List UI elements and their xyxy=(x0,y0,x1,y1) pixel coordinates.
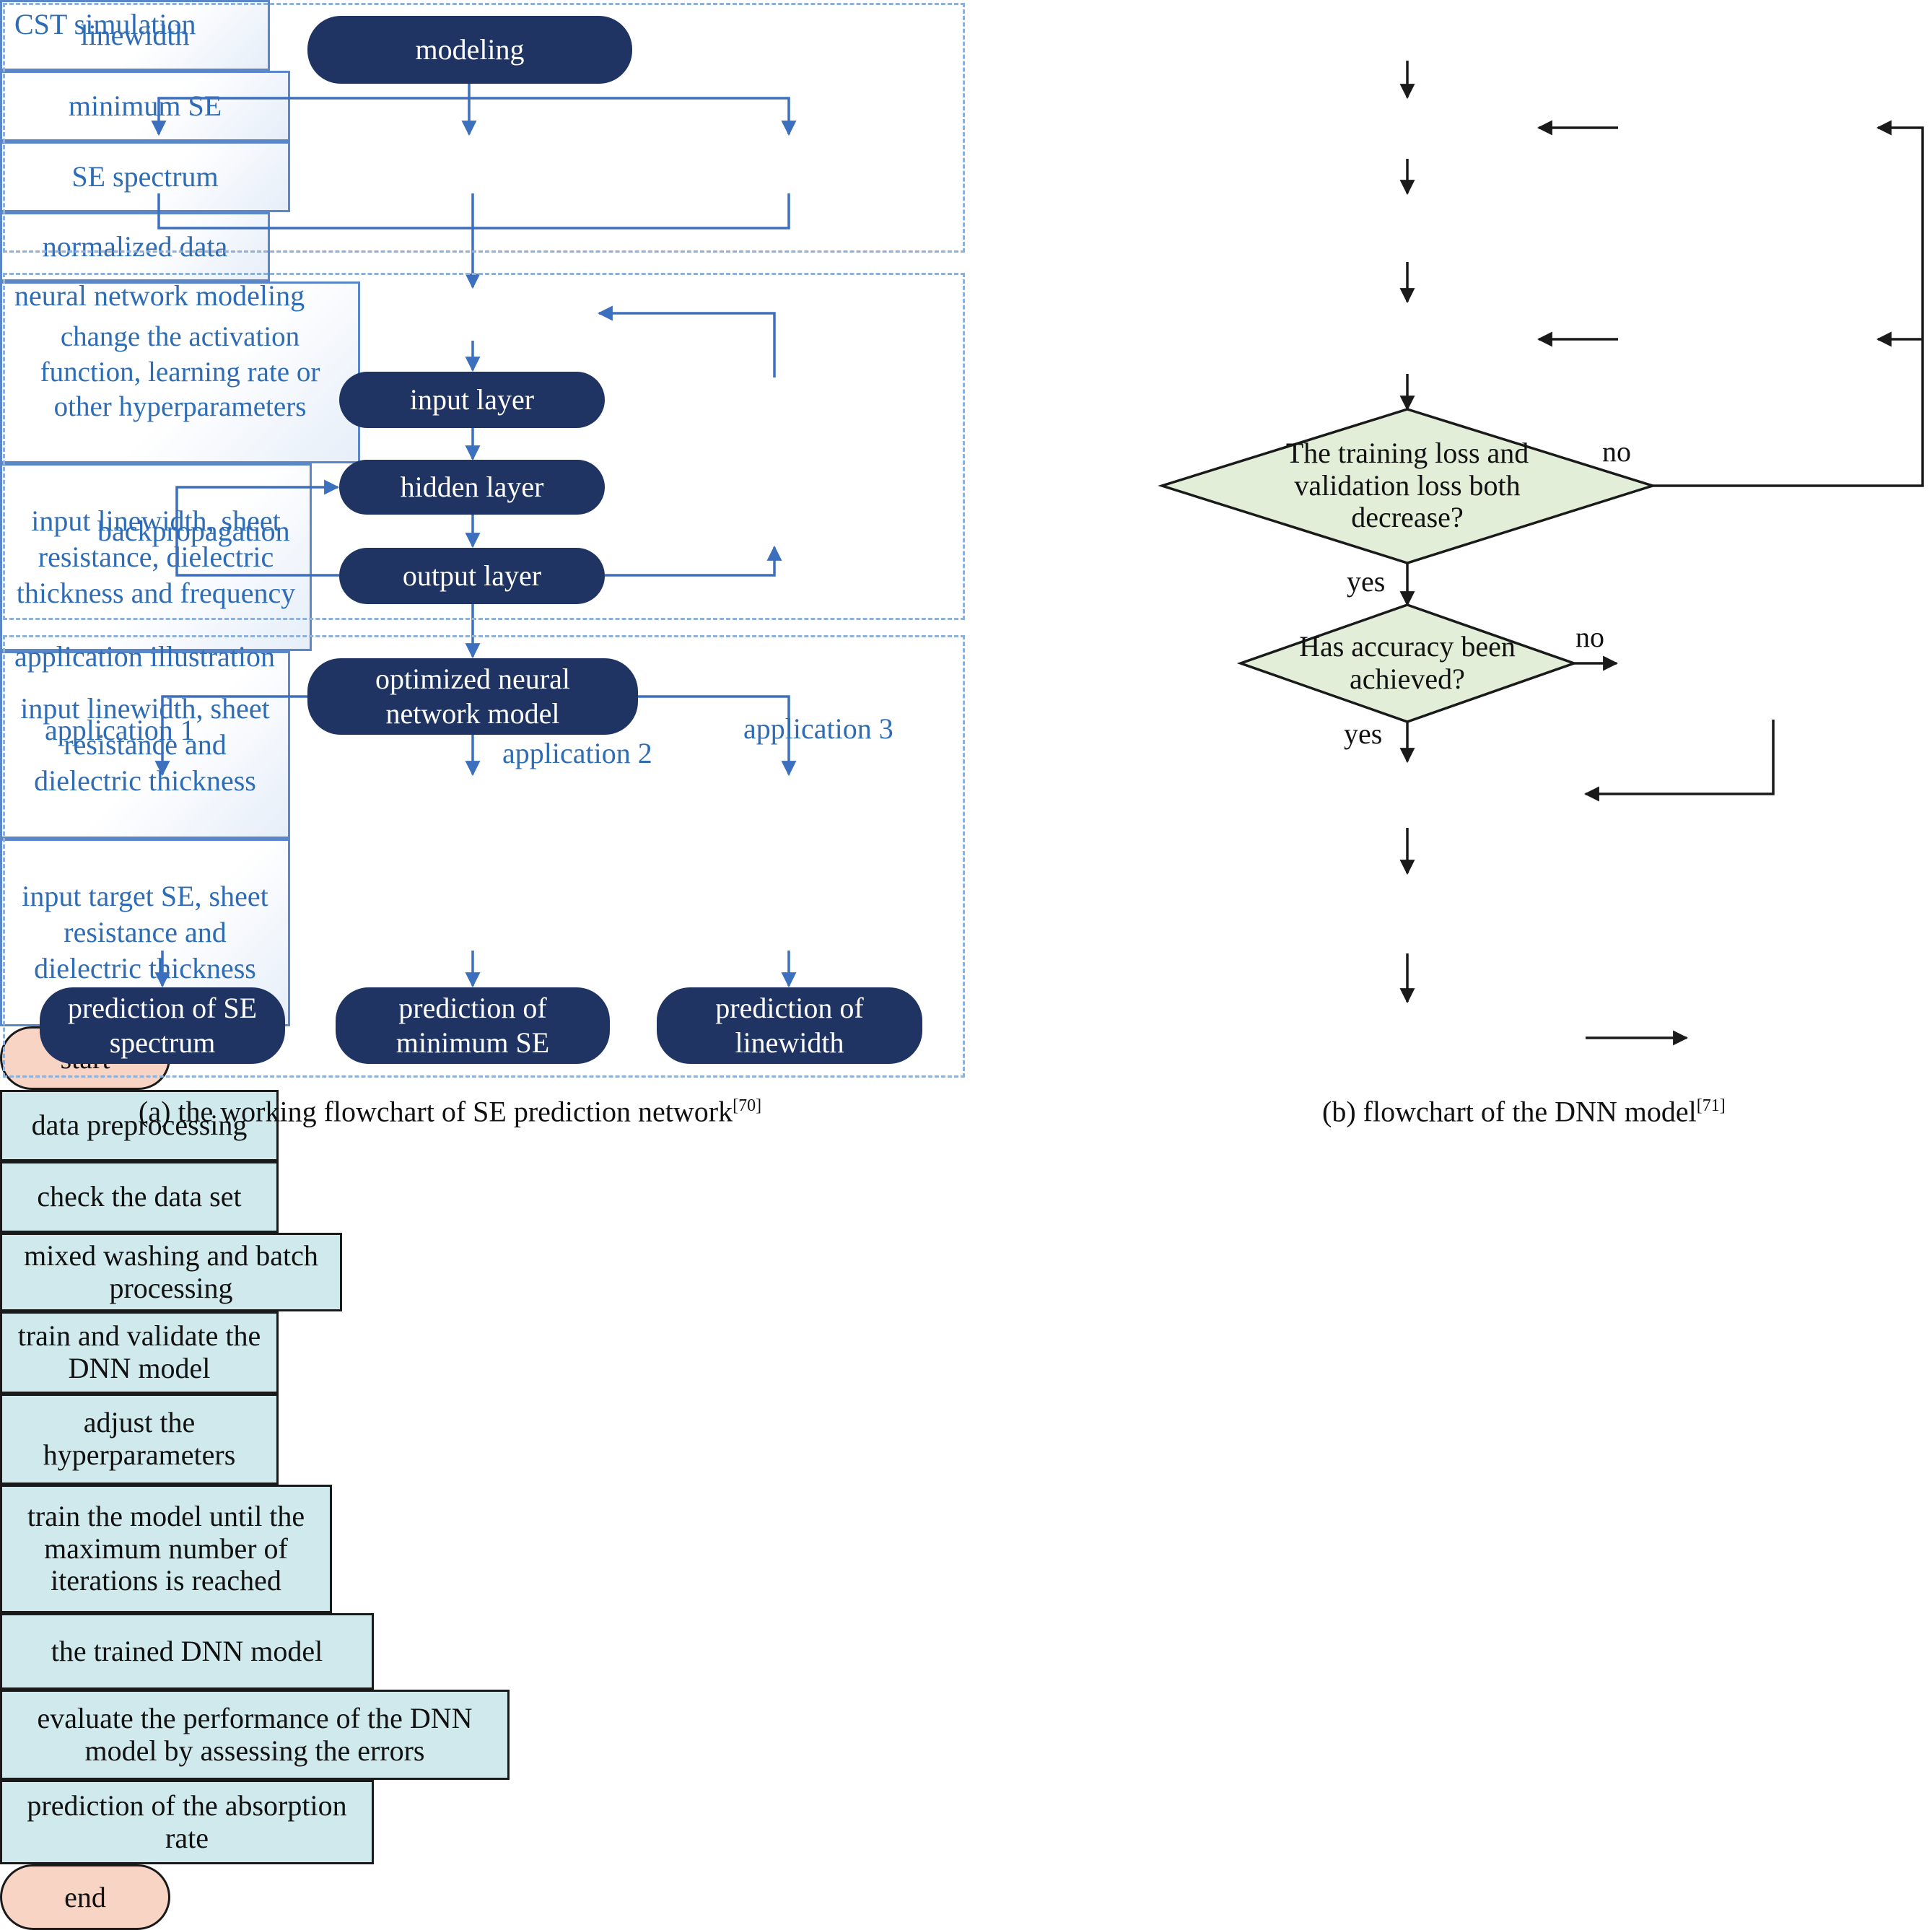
caption-b: (b) flowchart of the DNN model[71] xyxy=(1322,1097,1726,1126)
section-application-illustration xyxy=(3,635,965,1078)
yes-label-1: yes xyxy=(1347,565,1386,598)
evaluate-performance-box: evaluate the performance of the DNN mode… xyxy=(0,1690,510,1780)
decision-accuracy-diamond xyxy=(1236,603,1578,723)
check-data-set-box: check the data set xyxy=(0,1161,279,1233)
decision-accuracy-label: Has accuracy been achieved? xyxy=(1299,630,1516,695)
label-neural-network-modeling: neural network modeling xyxy=(14,279,305,312)
caption-b-ref: [71] xyxy=(1696,1096,1726,1115)
caption-a-ref: [70] xyxy=(733,1096,762,1115)
optimized-network-node: optimized neural network model xyxy=(307,658,638,735)
input-box-2: input linewidth, sheet resistance and di… xyxy=(0,651,290,839)
modeling-node: modeling xyxy=(307,16,632,84)
mixed-washing-box: mixed washing and batch processing xyxy=(0,1233,342,1311)
section-cst-simulation xyxy=(3,3,965,253)
caption-a-text: (a) the working flowchart of SE predicti… xyxy=(139,1095,733,1128)
train-validate-box: train and validate the DNN model xyxy=(0,1311,279,1394)
se-spectrum-box: SE spectrum xyxy=(0,141,290,212)
input-layer-node: input layer xyxy=(339,372,605,428)
adjust-hyperparameters-box: adjust the hyperparameters xyxy=(0,1394,279,1485)
trained-model-box: the trained DNN model xyxy=(0,1613,374,1690)
no-label-2: no xyxy=(1575,621,1604,653)
label-application-illustration: application illustration xyxy=(14,640,276,673)
application-2-label: application 2 xyxy=(502,737,652,769)
prediction-absorption-box: prediction of the absorption rate xyxy=(0,1780,374,1864)
caption-b-text: (b) flowchart of the DNN model xyxy=(1322,1095,1697,1128)
section-neural-network-modeling xyxy=(3,273,965,620)
decision-loss-label: The training loss and validation loss bo… xyxy=(1285,436,1529,534)
normalized-data-box: normalized data xyxy=(0,212,270,281)
change-hyperparameters-box: change the activation function, learning… xyxy=(0,281,360,463)
application-1-label: application 1 xyxy=(45,714,195,746)
output-layer-node: output layer xyxy=(339,548,605,604)
prediction-linewidth-node: prediction of linewidth xyxy=(657,987,922,1064)
label-cst-simulation: CST simulation xyxy=(14,8,196,40)
decision-loss-diamond xyxy=(1158,408,1657,564)
backpropagation-label: backpropagation xyxy=(97,515,290,547)
linewidth-box: linewidth xyxy=(0,0,270,71)
prediction-se-spectrum-node: prediction of SE spectrum xyxy=(40,987,285,1064)
train-until-max-box: train the model until the maximum number… xyxy=(0,1485,332,1613)
yes-label-2: yes xyxy=(1344,717,1383,750)
input-box-3: input target SE, sheet resistance and di… xyxy=(0,839,290,1026)
application-3-label: application 3 xyxy=(743,712,893,745)
caption-a: (a) the working flowchart of SE predicti… xyxy=(139,1097,761,1126)
end-node: end xyxy=(0,1864,170,1930)
hidden-layer-node: hidden layer xyxy=(339,460,605,515)
minimum-se-box: minimum SE xyxy=(0,71,290,141)
left-connectors xyxy=(151,61,1924,1046)
no-label-1: no xyxy=(1602,435,1631,468)
prediction-minimum-se-node: prediction of minimum SE xyxy=(336,987,610,1064)
